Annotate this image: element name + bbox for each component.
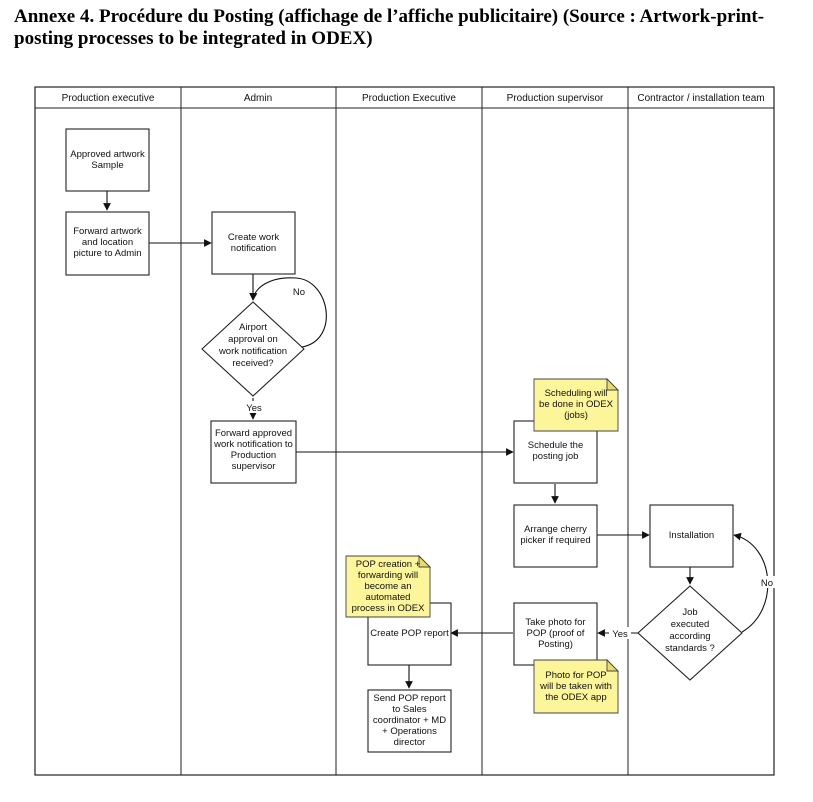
box-installation [649,504,734,568]
text-job-4: standards ? [665,643,715,654]
edge-airport-no-loop [249,277,327,348]
text-arrange-2: picker if required [520,535,590,546]
text-note-pop-3: become an [364,581,411,592]
note-photo-pop-fold [606,658,620,672]
label-bg-no-job [759,576,775,588]
lane-titles: Production executive Admin Production Ex… [62,93,765,104]
text-create-work-1: Create work [228,232,279,243]
edge-labels: No Yes Yes No [243,285,775,640]
text-note-pop-1: POP creation + [356,559,421,570]
node-airport-approval: Airport approval on work notification re… [201,301,305,397]
diamond-job-executed [637,585,743,681]
note-scheduling-fold [606,377,620,391]
edge-label-yes-airport: Yes [246,403,262,414]
box-forward-artwork [65,211,150,276]
lane-title-production-supervisor: Production supervisor [507,93,604,104]
box-arrange-cherry-picker [513,504,598,568]
text-installation: Installation [669,530,714,541]
node-job-executed: Job executed according standards ? [637,585,743,681]
text-send-pop-5: director [394,737,426,748]
lane-title-admin: Admin [244,93,272,104]
text-forward-approved-2: work notification to [213,439,293,450]
lane-title-contractor: Contractor / installation team [637,93,764,104]
node-forward-approved: Forward approved work notification to Pr… [210,420,297,484]
text-airport-4: received? [232,358,273,369]
text-job-1: Job [682,607,697,618]
text-arrange-1: Arrange cherry [524,524,587,535]
text-job-3: according [669,631,710,642]
text-take-photo-1: Take photo for [525,617,585,628]
text-forward-artwork-1: Forward artwork [73,226,142,237]
text-schedule-1: Schedule the [528,440,583,451]
note-scheduling-body [533,378,619,432]
text-note-scheduling-2: be done in ODEX [539,399,614,410]
text-create-work-2: notification [231,243,276,254]
text-job-2: executed [671,619,710,630]
text-send-pop-1: Send POP report [373,693,446,704]
node-installation: Installation [649,504,734,568]
pool-border [34,86,775,776]
text-note-pop-4: automated [366,592,411,603]
text-forward-approved-3: Production [231,450,276,461]
text-forward-approved-4: supervisor [232,461,276,472]
label-bg-yes-airport [243,401,265,413]
node-take-photo: Take photo for POP (proof of Posting) [513,602,598,666]
edge-label-no-airport: No [293,287,305,298]
lane-title-production-executive-2: Production Executive [362,93,456,104]
text-forward-approved-1: Forward approved [215,428,292,439]
text-note-photo-3: the ODEX app [545,692,606,703]
text-note-photo-2: will be taken with [539,681,612,692]
lane-title-production-executive: Production executive [62,93,155,104]
text-airport-3: work notification [218,346,287,357]
edge-label-yes-job: Yes [612,629,628,640]
text-note-photo-1: Photo for POP [545,670,606,681]
text-send-pop-4: + Operations [382,726,437,737]
note-photo-pop: Photo for POP will be taken with the ODE… [533,658,620,714]
diamond-airport-approval [201,301,305,397]
edge-label-no-job: No [761,578,773,589]
swimlane-frame [34,86,775,776]
text-send-pop-2: to Sales [392,704,427,715]
title-line-2: posting processes to be integrated in OD… [14,28,373,49]
text-note-pop-5: process in ODEX [352,603,426,614]
node-send-pop-report: Send POP report to Sales coordinator + M… [367,689,452,753]
label-bg-yes-job [609,627,631,639]
box-send-pop-report [367,689,452,753]
note-pop-creation-fold [418,554,432,568]
page-title: Annexe 4. Procédure du Posting (affichag… [14,6,804,50]
text-airport-2: approval on [228,334,278,345]
box-forward-approved [210,420,297,484]
label-bg-no-airport [291,285,307,297]
box-create-work-notification [211,211,296,275]
text-forward-artwork-3: picture to Admin [73,248,141,259]
title-line-1: Annexe 4. Procédure du Posting (affichag… [14,6,765,27]
text-note-scheduling-1: Scheduling will [545,388,608,399]
box-approved-artwork [65,128,150,192]
text-forward-artwork-2: and location [82,237,133,248]
decision-nodes: Airport approval on work notification re… [201,301,743,681]
node-forward-artwork: Forward artwork and location picture to … [65,211,150,276]
note-pop-creation-body [345,555,431,618]
text-approved-artwork-2: Sample [91,160,123,171]
note-scheduling: Scheduling will be done in ODEX (jobs) [533,377,620,432]
node-approved-artwork: Approved artwork Sample [65,128,150,192]
note-photo-pop-body [533,659,619,714]
note-pop-creation: POP creation + forwarding will become an… [345,554,432,618]
text-note-scheduling-3: (jobs) [564,410,588,421]
text-take-photo-2: POP (proof of [527,628,585,639]
text-airport-1: Airport [239,322,267,333]
box-take-photo [513,602,598,666]
node-create-work-notification: Create work notification [211,211,296,275]
text-send-pop-3: coordinator + MD [373,715,446,726]
text-take-photo-3: Posting) [538,639,573,650]
text-schedule-2: posting job [533,451,579,462]
text-note-pop-2: forwarding will [358,570,418,581]
node-arrange-cherry-picker: Arrange cherry picker if required [513,504,598,568]
sticky-notes: Scheduling will be done in ODEX (jobs) P… [345,377,620,714]
text-create-pop-report: Create POP report [370,628,449,639]
text-approved-artwork-1: Approved artwork [70,149,145,160]
process-boxes: Approved artwork Sample Forward artwork … [65,128,734,753]
